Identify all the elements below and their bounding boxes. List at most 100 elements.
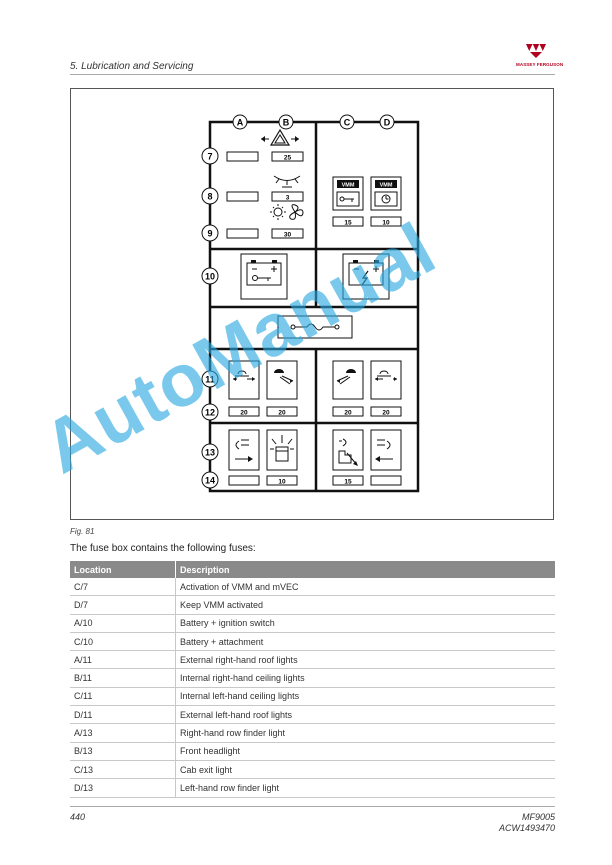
cell-description: Activation of VMM and mVEC (175, 578, 555, 597)
svg-text:14: 14 (205, 476, 215, 486)
row-marker-9: 9 (201, 224, 219, 242)
section-title: 5. Lubrication and Servicing (70, 61, 194, 72)
page-number: 440 (70, 812, 86, 822)
document-model: MF9005 (521, 812, 555, 822)
svg-text:12: 12 (205, 408, 215, 418)
cell-location: C/10 (70, 632, 176, 652)
cell-description: Front headlight (175, 742, 555, 761)
svg-text:11: 11 (205, 375, 215, 385)
header-location: Location (70, 561, 176, 578)
internal-ceiling-light-left-icon (332, 360, 364, 400)
fuse-box-diagram: A B C D 7 8 9 10 11 12 13 14 25 3 30 VMM (201, 114, 420, 493)
interior-light-icon (273, 175, 301, 188)
svg-text:VMM: VMM (342, 183, 355, 189)
cell-description: External right-hand roof lights (175, 650, 555, 670)
svg-text:13: 13 (205, 448, 215, 458)
row-marker-10: 10 (201, 267, 219, 285)
cell-location: B/11 (70, 668, 176, 688)
cell-description: External left-hand roof lights (175, 705, 555, 725)
internal-ceiling-light-right-icon (266, 360, 298, 400)
cell-location: B/13 (70, 742, 176, 761)
fuse-value-b12: 20 (278, 410, 286, 417)
header-rule (70, 74, 555, 75)
footer-rule (70, 806, 555, 807)
fuse-box-figure: A B C D 7 8 9 10 11 12 13 14 25 3 30 VMM (70, 88, 554, 520)
cell-location: D/11 (70, 705, 176, 725)
figure-caption: Fig. 81 (70, 527, 95, 536)
cell-description: Battery + attachment (175, 632, 555, 652)
cell-location: C/7 (70, 578, 176, 597)
column-marker-c: C (339, 114, 355, 130)
fuse-slot-d12 (370, 406, 402, 417)
fuse-slot-c7 (332, 216, 364, 227)
column-label-b: B (283, 118, 290, 128)
svg-text:7: 7 (207, 152, 212, 162)
cell-location: A/10 (70, 614, 176, 633)
battery-attachment-icon (342, 253, 390, 300)
battery-ignition-icon (240, 253, 288, 300)
fuse-value-c12: 20 (344, 410, 352, 417)
fuse-slot-a8 (226, 191, 259, 202)
vmm-ignition-icon: VMM (332, 176, 364, 211)
cell-description: Keep VMM activated (175, 595, 555, 615)
row-marker-14: 14 (201, 471, 219, 489)
external-roof-light-left-icon (370, 360, 402, 400)
fuse-slot-b9 (271, 228, 304, 239)
cell-location: A/13 (70, 723, 176, 743)
document-number: ACW1493470 (498, 823, 555, 833)
row-finder-light-left-icon (370, 429, 402, 471)
column-label-a: A (237, 118, 244, 128)
cell-location: A/11 (70, 650, 176, 670)
fuse-slot-d7 (370, 216, 402, 227)
cell-location: D/13 (70, 778, 176, 798)
fuse-slot-a14 (228, 475, 260, 486)
row-marker-13: 13 (201, 443, 219, 461)
column-marker-b: B (278, 114, 294, 130)
row-marker-8: 8 (201, 187, 219, 205)
row-marker-7: 7 (201, 147, 219, 165)
fuse-slot-b14 (266, 475, 298, 486)
front-headlight-icon (266, 429, 298, 471)
hazard-warning-icon (261, 128, 299, 146)
column-marker-a: A (232, 114, 248, 130)
cab-exit-light-icon (332, 429, 364, 471)
triple-triangle-logo-icon (526, 44, 546, 58)
cell-description: Internal right-hand ceiling lights (175, 668, 555, 688)
fuse-value-b8: 3 (286, 195, 290, 202)
svg-text:10: 10 (205, 272, 215, 282)
fuse-value-c14: 15 (344, 479, 352, 486)
fuse-slot-b8 (271, 191, 304, 202)
fuse-value-b9: 30 (284, 232, 292, 239)
fuse-slot-b7 (271, 151, 304, 162)
header-description: Description (175, 561, 555, 578)
fuse-value-d12: 20 (382, 410, 390, 417)
svg-text:8: 8 (207, 192, 212, 202)
external-roof-light-right-icon (228, 360, 260, 400)
fuse-value-c7: 15 (344, 220, 352, 227)
cell-description: Battery + ignition switch (175, 614, 555, 633)
cell-location: C/13 (70, 760, 176, 780)
fuse-value-b7: 25 (284, 155, 292, 162)
climate-fan-icon (270, 204, 304, 220)
svg-text:9: 9 (207, 229, 212, 239)
row-marker-12: 12 (201, 403, 219, 421)
fuse-slot-a9 (226, 228, 259, 239)
intro-text: The fuse box contains the following fuse… (70, 543, 256, 554)
fuse-slot-b12 (266, 406, 298, 417)
column-label-c: C (344, 118, 351, 128)
fuse-value-a12: 20 (240, 410, 248, 417)
main-fuse-connector-icon (277, 315, 353, 339)
column-marker-d: D (379, 114, 395, 130)
cell-description: Internal left-hand ceiling lights (175, 687, 555, 707)
